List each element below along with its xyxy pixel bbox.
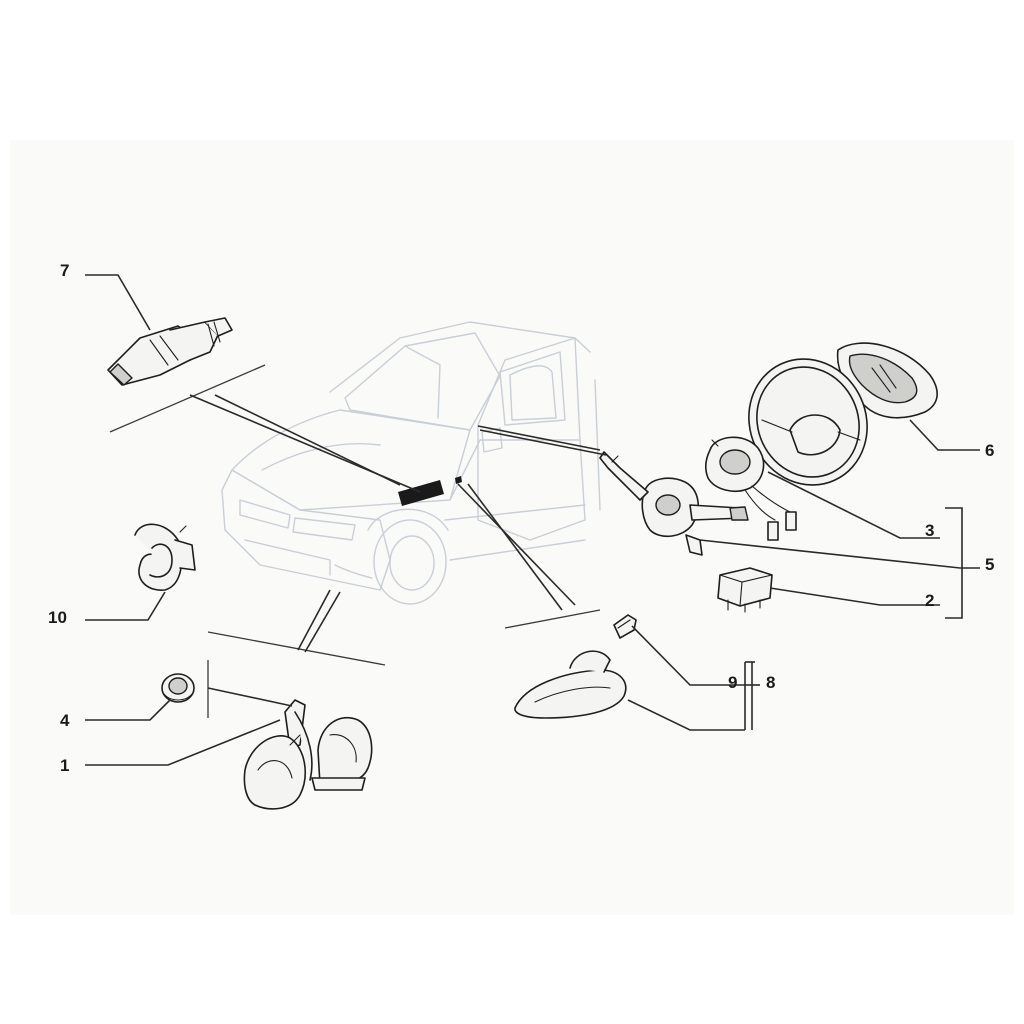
car-outline: [221, 321, 601, 605]
side-indicator-part[interactable]: [514, 650, 627, 719]
callout-10: 10: [48, 608, 67, 627]
relay-part[interactable]: [717, 567, 773, 613]
callout-1: 1: [60, 756, 69, 775]
horn-pair-part[interactable]: [243, 699, 373, 810]
leader-lines: [85, 274, 980, 766]
callout-9: 9: [728, 673, 737, 692]
callout-5: 5: [985, 555, 994, 574]
callout-6: 6: [985, 441, 994, 460]
horn-pad-part[interactable]: [836, 342, 938, 419]
single-horn-part[interactable]: [134, 523, 196, 591]
section-lines: [109, 364, 601, 718]
diagram-panel: [10, 140, 1014, 915]
steering-wheel: [748, 358, 868, 486]
harness-location-mark: [398, 476, 462, 506]
indicator-bulb-part[interactable]: [613, 614, 637, 639]
callout-7: 7: [60, 261, 69, 280]
callout-8: 8: [766, 673, 775, 692]
callout-4: 4: [60, 711, 70, 730]
column-switch-part[interactable]: [599, 451, 749, 556]
brake-light-switch-part[interactable]: [107, 317, 233, 386]
rubber-grommet-part[interactable]: [161, 673, 195, 703]
callout-labels: 7 10 4 1 6 3 5 2 9 8: [48, 261, 994, 775]
callout-2: 2: [925, 591, 934, 610]
callout-3: 3: [925, 521, 934, 540]
clock-spring-part[interactable]: [705, 436, 797, 541]
